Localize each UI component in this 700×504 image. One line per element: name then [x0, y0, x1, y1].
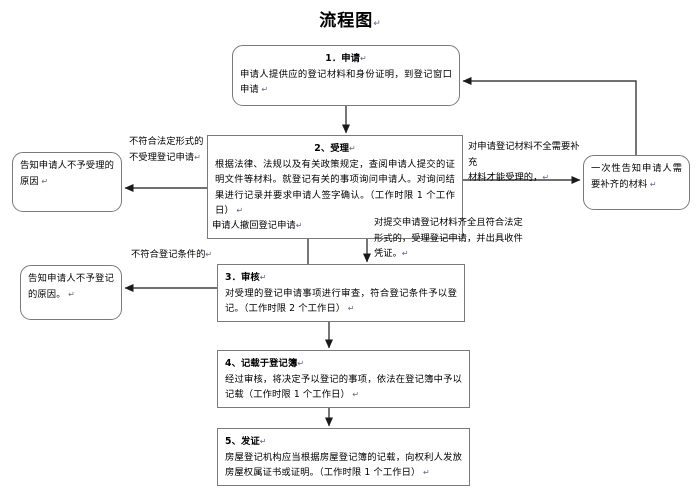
pilcrow-mark: ↵	[65, 289, 75, 299]
pilcrow-mark: ↵	[360, 54, 367, 63]
flow-node-step-4-record-in-register-title: 4、记载于登记簿↵	[225, 358, 305, 369]
flow-node-step-1-apply-title: 1．申请↵	[325, 53, 367, 64]
edge-label-incomplete-materials-text: 对申请登记材料不全需要补充 材料才能受理的，	[468, 141, 580, 183]
flow-node-step-2-acceptance-title: 2、受理↵	[314, 143, 356, 154]
flow-node-one-time-notice-supplement[interactable]: 一次性告知申请人需要补齐的材料 ↵	[583, 155, 690, 210]
pilcrow-mark: ↵	[194, 152, 201, 162]
page-title: 流程图↵	[0, 6, 700, 31]
pilcrow-mark: ↵	[259, 437, 267, 446]
pilcrow-mark: ↵	[205, 250, 213, 259]
pilcrow-mark: ↵	[38, 176, 49, 186]
flow-node-step-1-apply[interactable]: 1．申请↵ 申请人提供应的登记材料和身份证明，到登记窗口申请 ↵	[232, 45, 460, 106]
flow-node-one-time-notice-supplement-body: 一次性告知申请人需要补齐的材料 ↵	[591, 163, 682, 190]
pilcrow-mark: ↵	[647, 179, 657, 189]
pilcrow-mark: ↵	[258, 85, 269, 94]
flow-node-step-5-issue-certificate-title: 5、发证↵	[225, 436, 267, 447]
edge-label-complete-materials: 对提交申请登记材料齐全且符合法定 形式的，受理登记申请，并出具收件 凭证。↵	[374, 215, 534, 262]
edge-label-withdraw-application-text: 申请人撤回登记申请	[212, 220, 296, 231]
edge-label-withdraw-application: 申请人撤回登记申请↵	[212, 218, 308, 234]
pilcrow-mark: ↵	[345, 304, 355, 313]
pilcrow-mark: ↵	[215, 221, 222, 231]
pilcrow-mark: ↵	[373, 19, 381, 29]
pilcrow-mark: ↵	[420, 468, 430, 477]
pilcrow-mark: ↵	[349, 390, 360, 399]
edge-label-not-meet-conditions: 不符合登记条件的↵	[131, 247, 221, 263]
flow-node-step-4-record-in-register-body: 经过审核，将决定予以登记的事项，依法在登记簿中予以记载（工作时限 1 个工作日）…	[225, 373, 462, 401]
flow-node-notify-refuse-acceptance[interactable]: 告知申请人不予受理的原因 ↵	[12, 152, 122, 212]
edge-label-not-legal-form: 不符合法定形式的 不受理登记申请↵	[129, 134, 225, 165]
pilcrow-mark: ↵	[542, 173, 550, 182]
pilcrow-mark: ↵	[349, 144, 356, 153]
page-title-text: 流程图	[319, 11, 374, 31]
flow-node-notify-refuse-acceptance-body: 告知申请人不予受理的原因 ↵	[20, 160, 114, 187]
flow-node-step-3-review[interactable]: 3．审核↵ 对受理的登记申请事项进行审查，符合登记条件予以登记。（工作时限 2 个…	[217, 264, 465, 322]
flow-node-step-3-review-title: 3．审核↵	[225, 272, 267, 283]
flow-node-notify-refuse-registration-body: 告知申请人不予登记的原因。 ↵	[28, 273, 114, 300]
pilcrow-mark: ↵	[295, 221, 303, 230]
pilcrow-mark: ↵	[233, 206, 244, 215]
flow-node-step-2-acceptance-body: 根据法律、法规以及有关政策规定，查阅申请人提交的证明文件等材料。就登记有关的事项…	[215, 158, 455, 217]
pilcrow-mark: ↵	[297, 359, 305, 368]
edge-label-not-legal-form-text: 不符合法定形式的 不受理登记申请	[129, 136, 204, 163]
edge-label-complete-materials-text: 对提交申请登记材料齐全且符合法定 形式的，受理登记申请，并出具收件 凭证。	[374, 217, 523, 259]
flow-node-step-5-issue-certificate-body: 房屋登记机构应当根据房屋登记簿的记载，向权利人发放房屋权属证书或证明。（工作时限…	[225, 451, 462, 479]
flow-node-step-5-issue-certificate[interactable]: 5、发证↵ 房屋登记机构应当根据房屋登记簿的记载，向权利人发放房屋权属证书或证明。…	[217, 428, 470, 486]
pilcrow-mark: ↵	[259, 273, 267, 282]
flow-node-step-4-record-in-register[interactable]: 4、记载于登记簿↵ 经过审核，将决定予以登记的事项，依法在登记簿中予以记载（工作时…	[217, 350, 470, 408]
pilcrow-mark: ↵	[401, 249, 409, 258]
flow-node-notify-refuse-registration[interactable]: 告知申请人不予登记的原因。 ↵	[20, 265, 122, 320]
flow-node-step-1-apply-body: 申请人提供应的登记材料和身份证明，到登记窗口申请 ↵	[240, 68, 452, 96]
edge-label-not-meet-conditions-text: 不符合登记条件的	[131, 249, 206, 260]
flow-node-step-3-review-body: 对受理的登记申请事项进行审查，符合登记条件予以登记。（工作时限 2 个工作日） …	[225, 287, 457, 315]
edge-label-incomplete-materials: 对申请登记材料不全需要补充 材料才能受理的，↵	[468, 139, 586, 186]
flow-node-step-2-acceptance[interactable]: 2、受理↵ 根据法律、法规以及有关政策规定，查阅申请人提交的证明文件等材料。就登记…	[207, 135, 463, 239]
